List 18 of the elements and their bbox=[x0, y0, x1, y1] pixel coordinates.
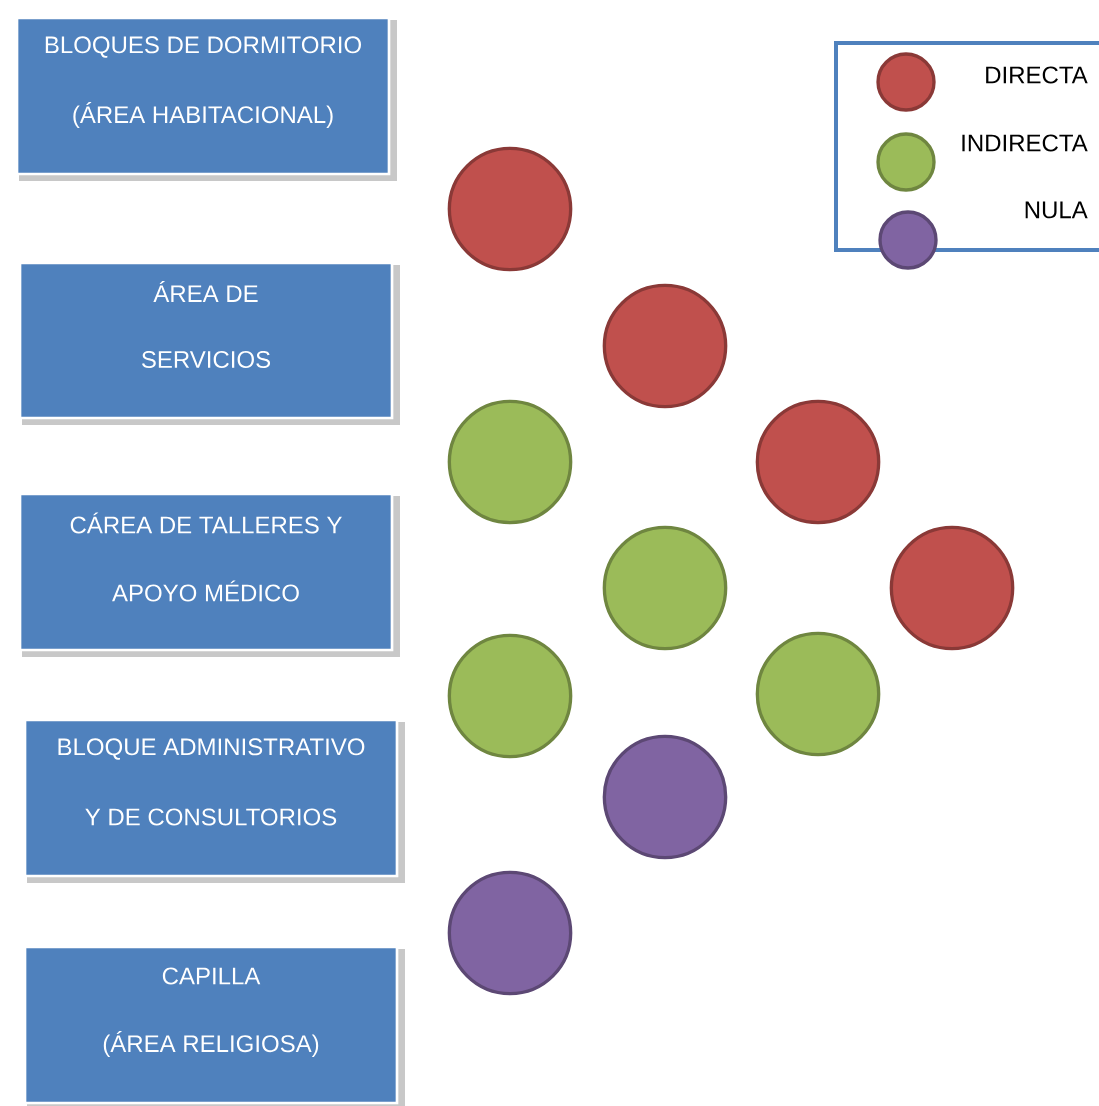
legend-label: NULA bbox=[1025, 201, 1088, 219]
circle bbox=[755, 399, 881, 525]
circle bbox=[889, 525, 1015, 651]
legend-label: INDIRECTA bbox=[962, 134, 1088, 152]
circle bbox=[447, 870, 573, 996]
process-box: CAPILLA (ÁREA RELIGIOSA) bbox=[23, 945, 405, 1106]
circle bbox=[602, 525, 728, 651]
circle bbox=[447, 633, 573, 759]
process-box: BLOQUE ADMINISTRATIVO Y DE CONSULTORIOS bbox=[23, 718, 405, 883]
circle bbox=[447, 399, 573, 525]
circle bbox=[755, 631, 881, 757]
circle bbox=[602, 734, 728, 860]
process-box: CÁREA DE TALLERES Y APOYO MÉDICO bbox=[18, 492, 400, 657]
legend-label: DIRECTA bbox=[986, 66, 1088, 84]
circle bbox=[447, 146, 573, 272]
process-box: ÁREA DE SERVICIOS bbox=[18, 261, 400, 425]
circle bbox=[602, 283, 728, 409]
process-box: BLOQUES DE DORMITORIO (ÁREA HABITACIONAL) bbox=[15, 16, 397, 181]
